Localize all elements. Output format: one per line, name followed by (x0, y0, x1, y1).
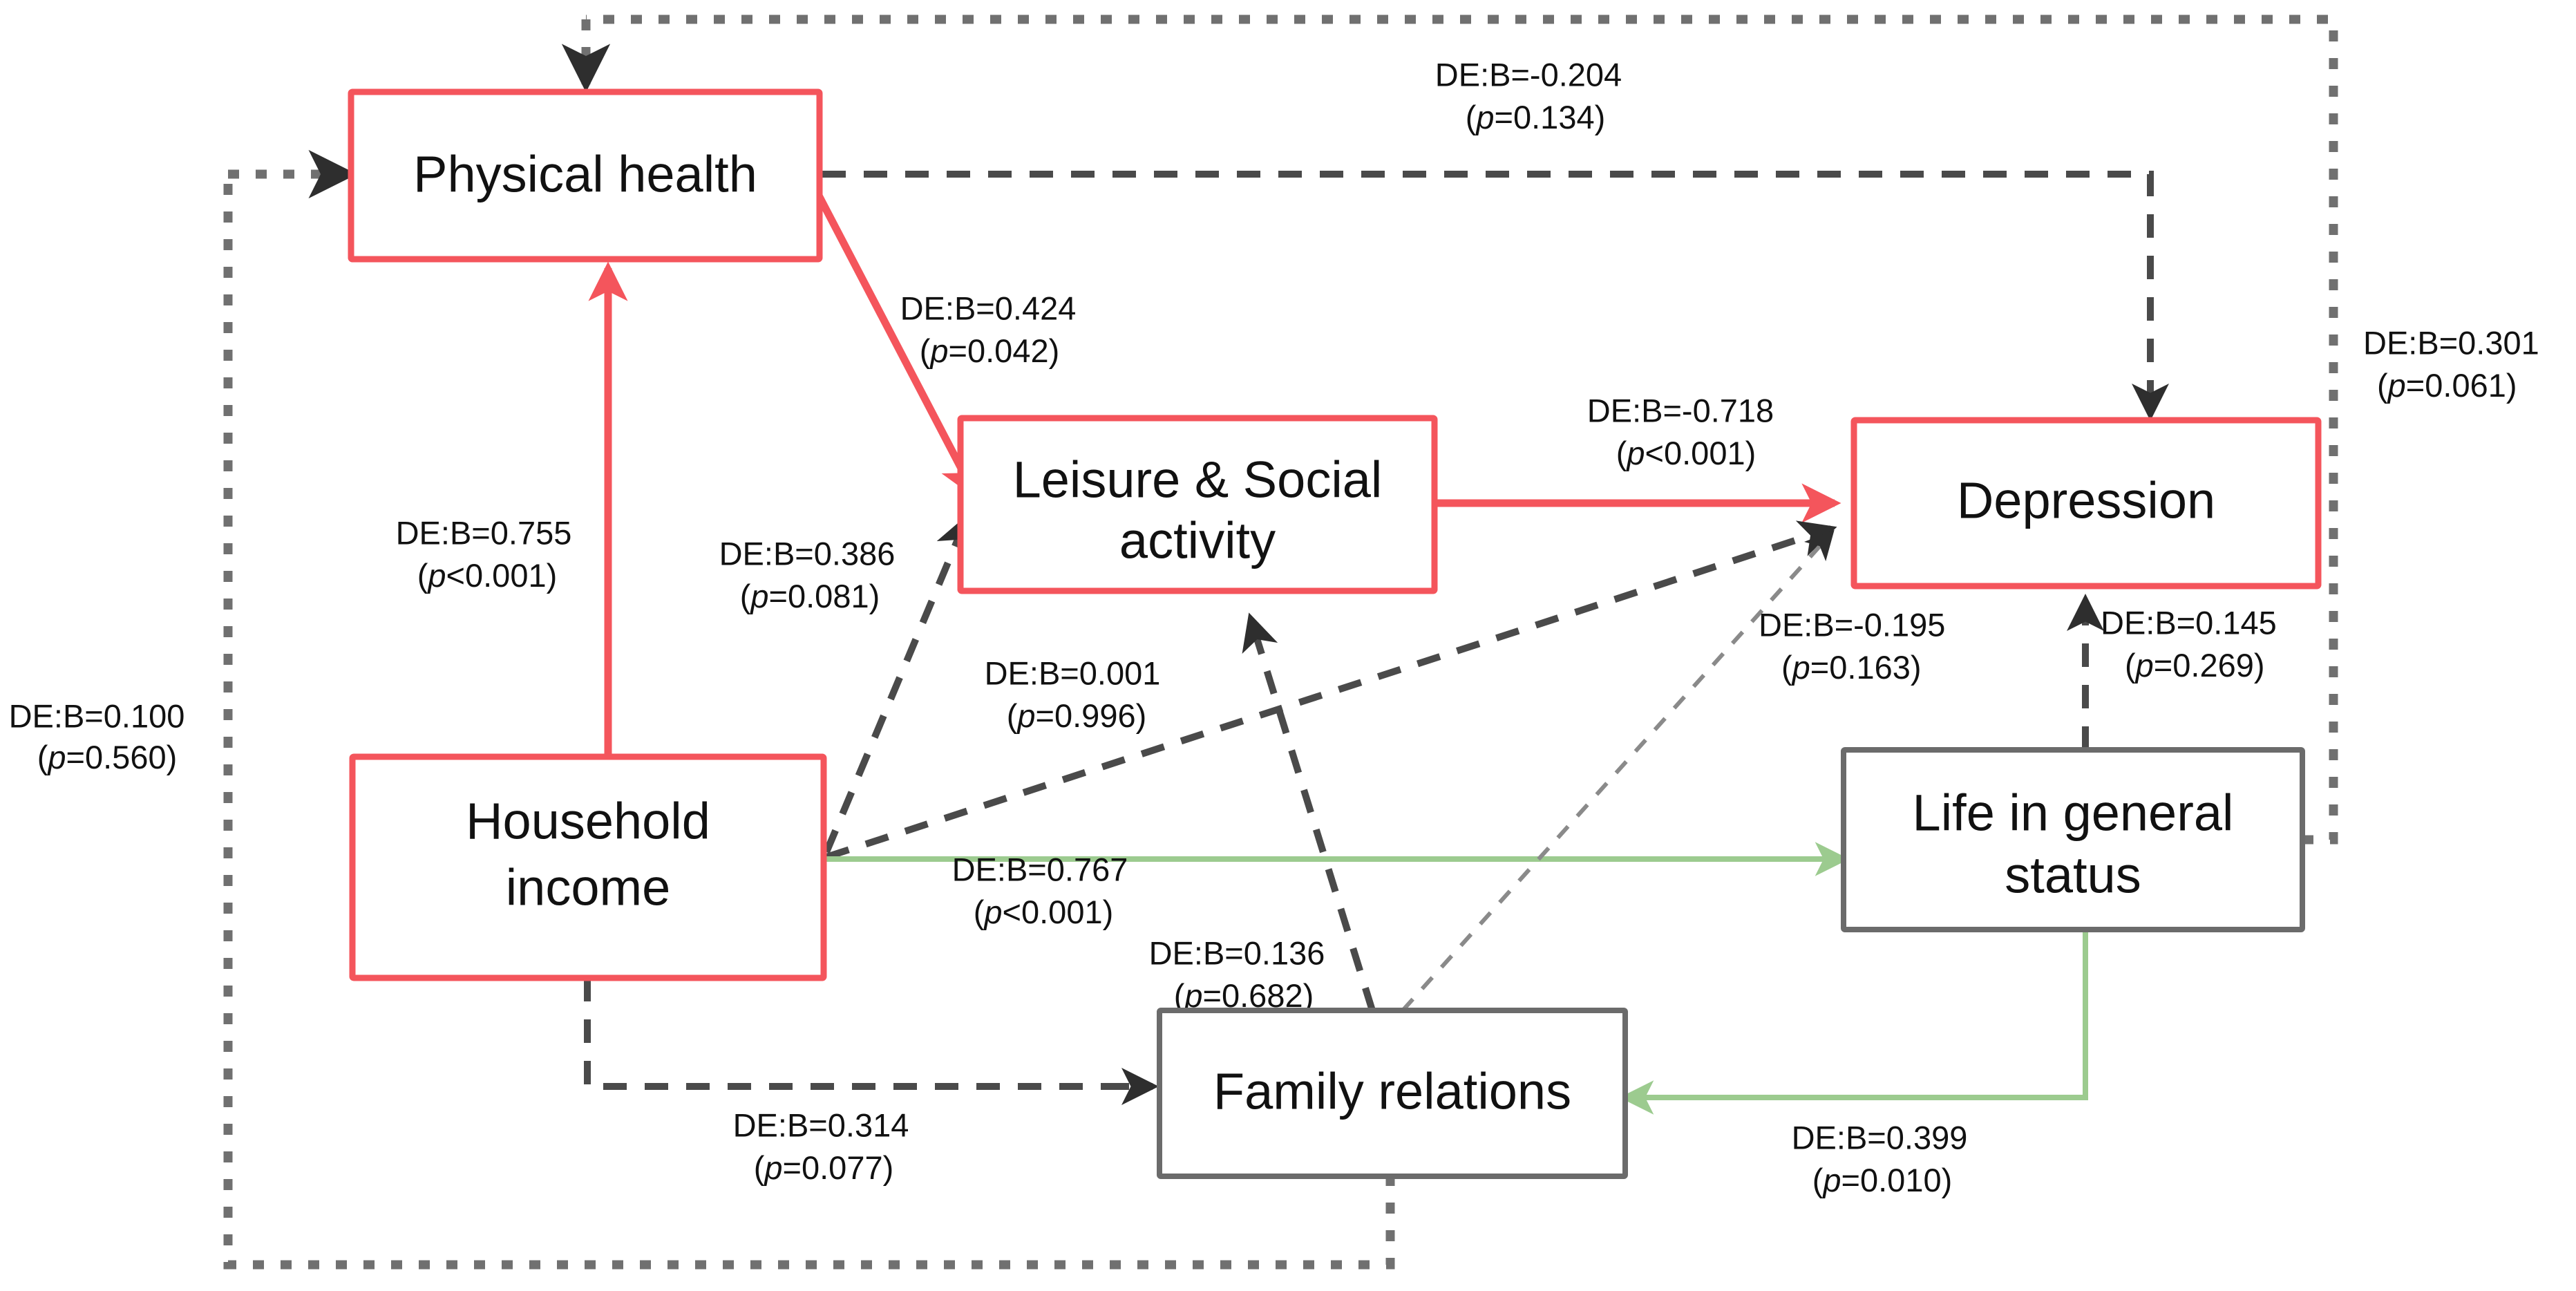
edge-label-income-to-physical-coef: DE:B=0.755 (396, 514, 572, 551)
edge-label-income-to-leisure-coef: DE:B=0.386 (719, 535, 896, 572)
edge-label-life-to-depression-p: (p=0.269) (2125, 647, 2265, 684)
node-label-leisure-social-activity-line1: Leisure & Social (1013, 451, 1383, 509)
edge-path-physical-to-leisure (806, 176, 978, 500)
edge-label-family-to-leisure-coef: DE:B=0.136 (1149, 934, 1325, 971)
node-label-life-in-general-status-line2: status (2005, 847, 2141, 904)
edge-label-income-to-family-p: (p=0.077) (754, 1149, 894, 1186)
edge-label-life-to-family-p: (p=0.010) (1812, 1162, 1953, 1198)
node-label-household-income-line1: Household (466, 793, 710, 850)
edge-label-income-to-leisure-p: (p=0.081) (740, 578, 880, 614)
edge-life-to-physical: DE:B=0.301 (p=0.061) (561, 15, 2539, 845)
edge-label-income-to-life-p: (p<0.001) (974, 894, 1114, 930)
edge-physical-to-depression: DE:B=-0.204 (p=0.134) (822, 56, 2170, 422)
node-box-household-income[interactable] (349, 753, 827, 981)
node-label-family-relations: Family relations (1213, 1063, 1571, 1120)
node-box-physical-health[interactable] (348, 88, 823, 263)
node-box-life-in-general-status[interactable] (1841, 747, 2305, 932)
edge-label-income-to-physical-p: (p<0.001) (417, 557, 558, 594)
edge-leisure-to-depression: DE:B=-0.718 (p<0.001) (1434, 392, 1841, 523)
edge-path-income-to-leisure (823, 513, 972, 854)
edge-path-family-to-leisure (1242, 612, 1376, 1012)
edge-life-to-depression: DE:B=0.145 (p=0.269) (2066, 593, 2277, 750)
edge-label-family-to-physical-p: (p=0.560) (37, 739, 178, 775)
node-label-household-income-line2: income (506, 859, 671, 916)
node-life-in-general-status[interactable]: Life in general status (1841, 747, 2305, 932)
edge-label-income-to-depression-p: (p=0.996) (1007, 697, 1147, 734)
edge-family-to-physical: DE:B=0.100 (p=0.560) (9, 149, 1395, 1270)
node-label-life-in-general-status-line1: Life in general (1913, 784, 2234, 842)
edge-label-life-to-physical-p: (p=0.061) (2377, 367, 2517, 404)
edge-label-family-to-depression-p: (p=0.163) (1781, 649, 1922, 686)
edge-label-physical-to-depression-coef: DE:B=-0.204 (1435, 56, 1622, 93)
edge-physical-to-leisure: DE:B=0.424 (p=0.042) (806, 176, 1077, 500)
edge-income-to-life: DE:B=0.767 (p<0.001) (826, 842, 1850, 930)
edge-path-life-to-family (1672, 930, 2088, 1100)
edge-path-income-to-depression (825, 520, 1837, 860)
edge-family-to-leisure: DE:B=0.136 (p=0.682) (1149, 612, 1376, 1014)
edge-income-to-leisure: DE:B=0.386 (p=0.081) (719, 513, 972, 854)
edge-label-family-to-depression-coef: DE:B=-0.195 (1759, 606, 1945, 643)
edge-label-life-to-family-coef: DE:B=0.399 (1792, 1119, 1968, 1156)
edge-family-to-depression: DE:B=-0.195 (p=0.163) (1401, 529, 1945, 1012)
node-family-relations[interactable]: Family relations (1157, 1008, 1628, 1179)
edge-label-family-to-physical-coef: DE:B=0.100 (9, 697, 185, 734)
edge-label-income-to-depression-coef: DE:B=0.001 (985, 654, 1161, 691)
edge-label-income-to-life-coef: DE:B=0.767 (952, 851, 1128, 887)
edge-label-physical-to-leisure-p: (p=0.042) (920, 332, 1060, 369)
edge-income-to-physical: DE:B=0.755 (p<0.001) (396, 261, 628, 757)
edge-label-physical-to-leisure-coef: DE:B=0.424 (900, 290, 1077, 326)
edge-life-to-family: DE:B=0.399 (p=0.010) (1619, 930, 2088, 1198)
node-physical-health[interactable]: Physical health (348, 88, 823, 263)
node-label-leisure-social-activity-line2: activity (1119, 512, 1276, 569)
edge-label-leisure-to-depression-p: (p<0.001) (1616, 435, 1756, 471)
edge-label-life-to-depression-coef: DE:B=0.145 (2101, 604, 2277, 641)
node-box-family-relations[interactable] (1157, 1008, 1628, 1179)
edge-label-income-to-family-coef: DE:B=0.314 (733, 1106, 909, 1143)
node-label-physical-health: Physical health (413, 146, 757, 203)
edge-income-to-family: DE:B=0.314 (p=0.077) (584, 978, 1159, 1186)
node-label-depression: Depression (1957, 472, 2215, 529)
node-depression[interactable]: Depression (1850, 417, 2322, 590)
node-leisure-social-activity[interactable]: Leisure & Social activity (957, 415, 1438, 594)
edge-path-family-to-depression (1401, 529, 1835, 1012)
edge-path-income-to-family (584, 978, 1106, 1090)
edge-income-to-depression: DE:B=0.001 (p=0.996) (825, 520, 1837, 860)
edge-label-leisure-to-depression-coef: DE:B=-0.718 (1587, 392, 1774, 428)
node-box-leisure-social-activity[interactable] (957, 415, 1438, 594)
edge-path-physical-to-depression (822, 171, 2154, 387)
node-box-depression[interactable] (1850, 417, 2322, 590)
edge-label-physical-to-depression-p: (p=0.134) (1466, 99, 1606, 135)
edge-path-family-to-physical (223, 174, 1395, 1270)
edge-label-life-to-physical-coef: DE:B=0.301 (2363, 324, 2539, 361)
node-household-income[interactable]: Household income (349, 753, 827, 981)
